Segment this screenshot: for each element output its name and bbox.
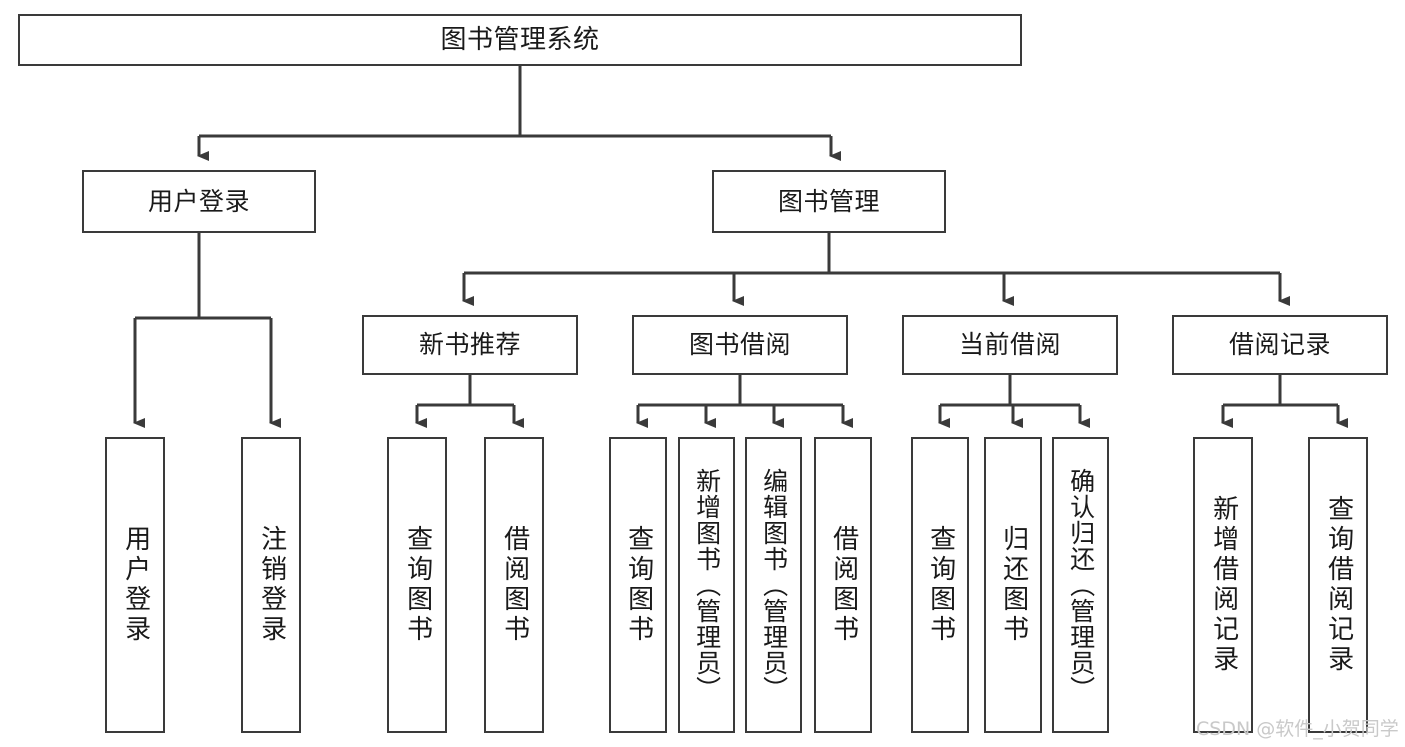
node-leaf-borrow-book-2-label: 借阅图书 xyxy=(828,525,859,645)
node-leaf-user-logout[interactable]: 注销登录 xyxy=(241,437,301,733)
node-book-borrow-label: 图书借阅 xyxy=(688,330,791,360)
node-leaf-query-book-2[interactable]: 查询图书 xyxy=(609,437,667,733)
node-leaf-confirm-return[interactable]: 确认归还（管理员） xyxy=(1052,437,1109,733)
node-leaf-borrow-book-2[interactable]: 借阅图书 xyxy=(814,437,872,733)
node-book-manage[interactable]: 图书管理 xyxy=(712,170,946,233)
node-book-manage-label: 图书管理 xyxy=(777,186,880,216)
node-leaf-query-record-label: 查询借阅记录 xyxy=(1323,495,1354,675)
node-leaf-confirm-return-label: 确认归还（管理员） xyxy=(1066,468,1096,702)
node-root[interactable]: 图书管理系统 xyxy=(18,14,1022,66)
node-leaf-return-book[interactable]: 归还图书 xyxy=(984,437,1042,733)
node-leaf-user-login-label: 用户登录 xyxy=(120,525,151,645)
node-leaf-query-record[interactable]: 查询借阅记录 xyxy=(1308,437,1368,733)
node-new-book-recommend-label: 新书推荐 xyxy=(418,330,521,360)
node-leaf-add-record[interactable]: 新增借阅记录 xyxy=(1193,437,1253,733)
node-user-login-label: 用户登录 xyxy=(147,186,250,216)
node-leaf-query-book-1-label: 查询图书 xyxy=(402,525,433,645)
node-leaf-add-book[interactable]: 新增图书（管理员） xyxy=(678,437,735,733)
node-leaf-add-record-label: 新增借阅记录 xyxy=(1208,495,1239,675)
node-leaf-query-book-3-label: 查询图书 xyxy=(925,525,956,645)
node-leaf-edit-book[interactable]: 编辑图书（管理员） xyxy=(745,437,802,733)
node-current-borrow-label: 当前借阅 xyxy=(958,330,1061,360)
node-borrow-record-label: 借阅记录 xyxy=(1228,330,1331,360)
node-leaf-query-book-2-label: 查询图书 xyxy=(623,525,654,645)
node-leaf-query-book-3[interactable]: 查询图书 xyxy=(911,437,969,733)
node-leaf-query-book-1[interactable]: 查询图书 xyxy=(387,437,447,733)
node-user-login[interactable]: 用户登录 xyxy=(82,170,316,233)
node-borrow-record[interactable]: 借阅记录 xyxy=(1172,315,1388,375)
node-leaf-user-login[interactable]: 用户登录 xyxy=(105,437,165,733)
node-leaf-add-book-label: 新增图书（管理员） xyxy=(692,468,722,702)
node-leaf-user-logout-label: 注销登录 xyxy=(256,525,287,645)
node-leaf-borrow-book-1[interactable]: 借阅图书 xyxy=(484,437,544,733)
node-leaf-borrow-book-1-label: 借阅图书 xyxy=(499,525,530,645)
node-root-label: 图书管理系统 xyxy=(440,24,600,55)
node-current-borrow[interactable]: 当前借阅 xyxy=(902,315,1118,375)
csdn-watermark: CSDN @软件_小贺同学 xyxy=(1196,718,1399,740)
node-new-book-recommend[interactable]: 新书推荐 xyxy=(362,315,578,375)
node-book-borrow[interactable]: 图书借阅 xyxy=(632,315,848,375)
node-leaf-edit-book-label: 编辑图书（管理员） xyxy=(759,468,789,702)
node-leaf-return-book-label: 归还图书 xyxy=(998,525,1029,645)
